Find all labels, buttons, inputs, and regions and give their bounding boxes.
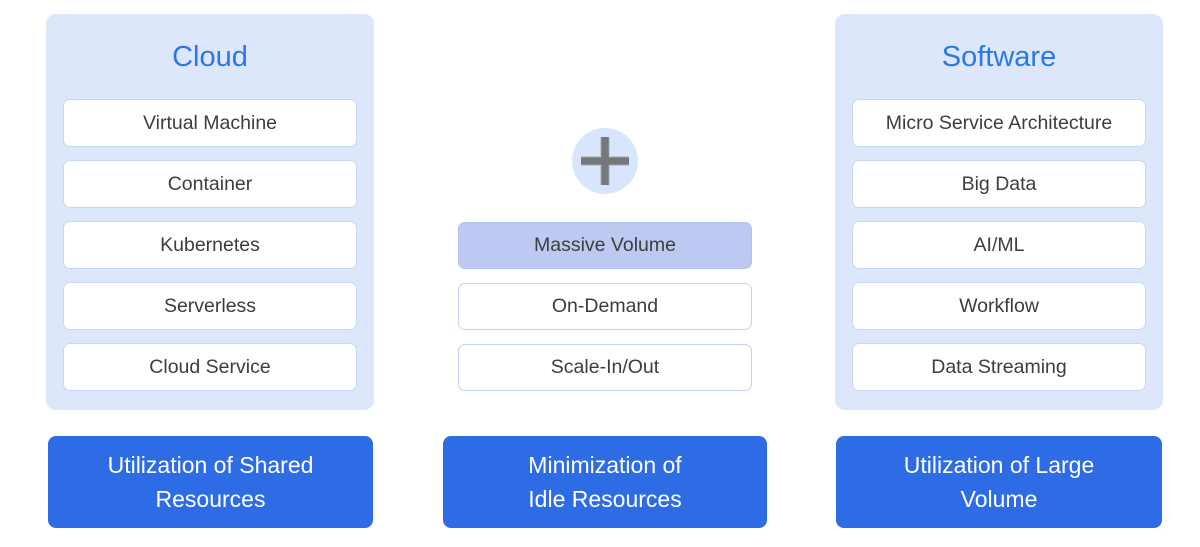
panel-item: Container	[63, 160, 357, 208]
panel-item: Kubernetes	[63, 221, 357, 269]
on-demand-box: On-Demand	[458, 283, 752, 330]
panel-item: Big Data	[852, 160, 1146, 208]
cloud-panel-items: Virtual Machine Container Kubernetes Ser…	[46, 99, 374, 391]
cloud-panel: Cloud Virtual Machine Container Kubernet…	[46, 14, 374, 410]
panel-item: Workflow	[852, 282, 1146, 330]
panel-item: Cloud Service	[63, 343, 357, 391]
panel-item: Data Streaming	[852, 343, 1146, 391]
cloud-caption-bar: Utilization of Shared Resources	[48, 436, 373, 528]
panel-item: Virtual Machine	[63, 99, 357, 147]
panel-item: Micro Service Architecture	[852, 99, 1146, 147]
massive-volume-box: Massive Volume	[458, 222, 752, 269]
software-panel-title: Software	[941, 41, 1057, 73]
software-panel: Software Micro Service Architecture Big …	[835, 14, 1163, 410]
plus-icon	[572, 128, 638, 194]
cloud-panel-title: Cloud	[172, 41, 248, 73]
panel-item: Serverless	[63, 282, 357, 330]
scale-in-out-box: Scale-In/Out	[458, 344, 752, 391]
middle-caption-bar: Minimization of Idle Resources	[443, 436, 767, 528]
software-panel-items: Micro Service Architecture Big Data AI/M…	[835, 99, 1163, 391]
panel-item: AI/ML	[852, 221, 1146, 269]
software-caption-bar: Utilization of Large Volume	[836, 436, 1162, 528]
